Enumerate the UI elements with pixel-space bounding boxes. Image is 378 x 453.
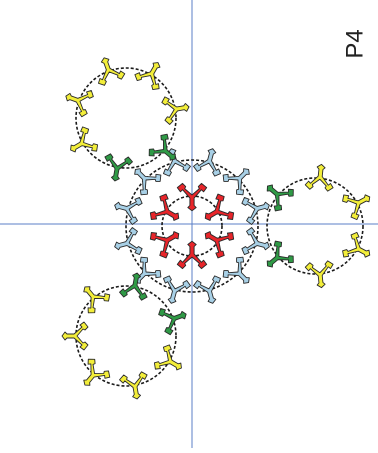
yellow-antibody-icon [305, 163, 336, 192]
blue-antibody-icon [126, 160, 164, 198]
yellow-antibody-icon [91, 53, 126, 87]
panel-label: P4 [341, 29, 369, 58]
green-antibody-icon [157, 301, 191, 336]
yellow-antibody-icon [305, 260, 336, 289]
yellow-antibody-icon [74, 278, 112, 316]
yellow-antibody-icon [340, 185, 376, 222]
yellow-antibody-icon [62, 322, 88, 350]
yellow-antibody-icon [340, 231, 376, 268]
blue-antibody-icon [241, 226, 273, 260]
yellow-antibody-icon [74, 356, 112, 394]
yellow-antibody-icon [61, 83, 95, 118]
yellow-antibody-icon [152, 343, 189, 380]
blue-antibody-icon [111, 226, 143, 260]
blue-antibody-icon [111, 192, 143, 226]
yellow-antibody-icon [133, 56, 170, 93]
blue-antibody-icon [220, 160, 258, 198]
blue-antibody-icon [192, 275, 226, 307]
blue-antibody-icon [220, 254, 258, 292]
blue-antibody-icon [192, 145, 226, 177]
red-antibody-icon [148, 192, 186, 231]
red-antibody-icon [148, 221, 186, 260]
